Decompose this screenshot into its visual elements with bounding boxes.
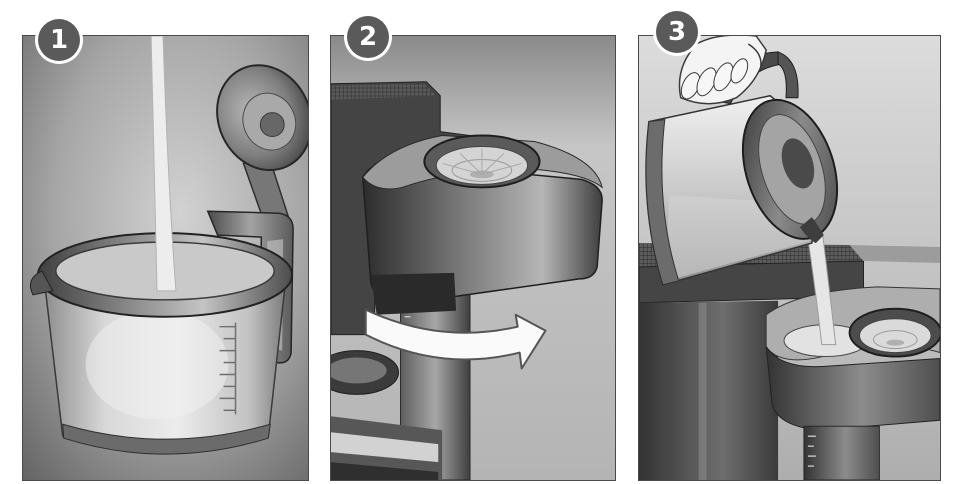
carafe-spout: [29, 270, 54, 296]
carafe-spout: [799, 217, 824, 244]
filter-basket: [423, 134, 541, 189]
water-reservoir-holder: [765, 286, 940, 361]
step-number-badge: 3: [656, 11, 698, 53]
step-number: 2: [358, 22, 378, 52]
warming-plate-grid: [331, 83, 437, 100]
machine-column: [803, 425, 880, 480]
step-number-badge: 1: [38, 19, 80, 61]
carafe-rim: [741, 98, 839, 240]
reservoir-front: [765, 346, 940, 431]
machine-base: [331, 416, 443, 480]
lower-carafe-lid: [331, 350, 400, 395]
step-3-panel: [638, 35, 941, 481]
filter-basket: [848, 307, 940, 358]
carafe-lid: [216, 64, 308, 227]
step-number-badge: 2: [347, 16, 389, 58]
step-1-panel: [22, 35, 309, 481]
step-2-panel: [330, 35, 616, 481]
hand: [678, 36, 767, 105]
water-stream: [150, 36, 177, 292]
swing-out-arrow: [364, 308, 547, 370]
step-1-illustration: [23, 36, 308, 480]
graduation-marks: [219, 322, 237, 415]
step-2-illustration: [331, 36, 615, 480]
carafe-base-band: [645, 119, 680, 286]
step-number: 1: [49, 25, 69, 55]
step-number: 3: [667, 17, 687, 47]
water-level-marks: [807, 435, 816, 467]
filter-basket-holder: [362, 134, 603, 315]
machine-lower-body: [639, 300, 779, 480]
water-stream: [803, 210, 837, 346]
step-3-illustration: [639, 36, 940, 480]
